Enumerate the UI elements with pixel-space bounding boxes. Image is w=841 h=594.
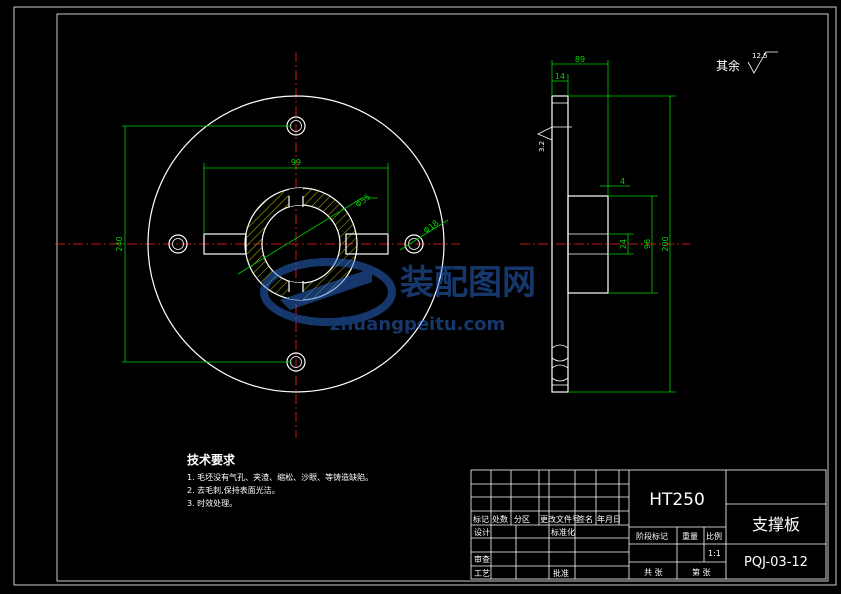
tb-weight-label: 重量 <box>682 531 698 541</box>
tb-part-name: 支撑板 <box>752 515 800 534</box>
inner-frame <box>56 13 829 582</box>
tb-header-0: 标记 <box>473 514 489 524</box>
tb-label-process: 工艺 <box>474 569 490 578</box>
watermark-en: zhuangpeitu.com <box>330 314 505 335</box>
tb-label-approve: 批准 <box>553 568 569 578</box>
tb-sheets-label: 共 张 <box>644 568 663 577</box>
tb-scale-label: 比例 <box>706 531 722 541</box>
tech-item-3: 3. 时效处理。 <box>187 499 238 508</box>
dim-slot-note: Φ18 <box>422 218 441 235</box>
roughness-note-value: 12.5 <box>752 52 768 60</box>
dim-bore-dia: Φ55 <box>354 192 373 209</box>
tb-header-3: 更改文件号 <box>540 514 580 524</box>
dim-bolt-circle: 240 <box>115 236 124 251</box>
dim-side-flange: 14 <box>555 72 565 81</box>
tb-header-1: 处数 <box>492 514 508 524</box>
roughness-value: 3.2 <box>538 141 546 152</box>
left-slot <box>203 233 247 255</box>
roughness-note-symbol <box>747 51 778 74</box>
roughness-symbol <box>537 126 572 141</box>
tech-item-2: 2. 去毛刺,保持表面光洁。 <box>187 486 280 495</box>
tb-drawing-no: PQJ-03-12 <box>744 555 808 570</box>
tech-item-1: 1. 毛坯没有气孔、夹渣、缩松、沙眼、等铸造缺陷。 <box>187 473 374 482</box>
roughness-note-label: 其余 <box>716 58 740 73</box>
tech-requirements: 技术要求 1. 毛坯没有气孔、夹渣、缩松、沙眼、等铸造缺陷。 2. 去毛刺,保持… <box>187 451 373 510</box>
title-block: 标记 处数 分区 更改文件号 签名 年月日 设计 标准化 审查 工艺 批准 HT… <box>470 469 827 580</box>
side-view: 89 14 4 24 96 200 3.2 <box>520 55 690 393</box>
tb-sheet-label: 第 张 <box>692 567 711 577</box>
watermark-cn: 装配图网 <box>400 263 536 303</box>
dim-hole-span: 99 <box>291 158 301 167</box>
dim-side-slot: 24 <box>619 239 628 249</box>
outer-disc <box>147 95 445 393</box>
tb-stage-label: 阶段标记 <box>636 531 668 541</box>
tb-label-standard: 标准化 <box>551 527 575 537</box>
tb-header-2: 分区 <box>514 515 530 524</box>
bolt-hole-left <box>168 234 188 254</box>
dim-side-boss-height: 96 <box>643 239 652 249</box>
watermark: 装配图网 zhuangpeitu.com <box>260 258 536 335</box>
side-boss <box>567 195 609 294</box>
tb-label-design: 设计 <box>474 527 490 537</box>
tb-material: HT250 <box>649 490 705 510</box>
dim-side-total: 200 <box>661 236 670 251</box>
right-slot <box>345 233 389 255</box>
outer-frame <box>13 6 837 586</box>
dim-side-width: 89 <box>575 55 585 64</box>
tb-scale: 1:1 <box>708 549 721 558</box>
tb-header-5: 年月日 <box>597 514 621 524</box>
bolt-hole-right <box>404 234 424 254</box>
front-view: 99 240 Φ55 Φ18 <box>55 52 460 438</box>
tb-label-review: 审查 <box>474 554 490 564</box>
tech-title: 技术要求 <box>187 453 236 467</box>
dim-side-boss: 4 <box>620 177 625 186</box>
tb-header-4: 签名 <box>577 514 593 524</box>
